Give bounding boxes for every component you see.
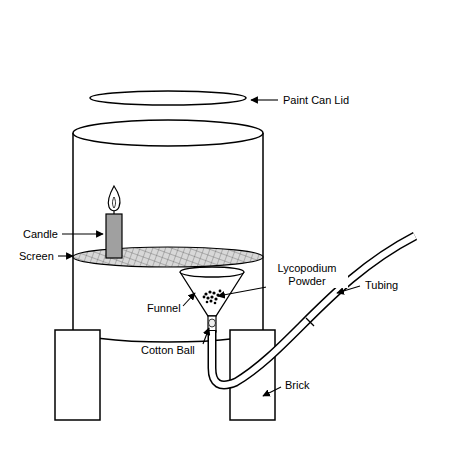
funnel-cone: [180, 272, 244, 316]
funnel-mouth: [180, 267, 244, 277]
can-body: [73, 133, 263, 342]
powder-leader: [218, 286, 272, 296]
left-brick: [55, 330, 100, 420]
part-label: Brick: [284, 379, 310, 392]
part-label: Tubing: [364, 279, 399, 292]
tubing-bore: [212, 236, 415, 385]
candle-leader: [62, 233, 103, 234]
part-label: Cotton Ball: [140, 344, 196, 357]
cotton-leader: [203, 328, 209, 344]
lid-leader: [251, 99, 278, 100]
screen-leader: [58, 255, 73, 256]
part-label: Paint Can Lid: [282, 94, 350, 107]
screen-mesh: [70, 245, 270, 270]
part-label: Screen: [18, 250, 55, 263]
lycopodium-powder: [203, 290, 222, 305]
candle-flame: [108, 186, 120, 211]
candle-body: [106, 214, 122, 258]
can-rim: [73, 120, 263, 146]
funnel-stem: [208, 316, 216, 332]
cotton-ball: [209, 319, 216, 327]
leader-arrows: [58, 100, 360, 396]
part-label: Lycopodium Powder: [266, 262, 348, 288]
brick-leader: [263, 387, 281, 396]
part-label: Funnel: [146, 302, 182, 315]
paint-can-lid: [90, 91, 246, 105]
screen-rim: [73, 247, 263, 267]
tubing-outline: [212, 236, 415, 385]
tubing-joint: [306, 318, 314, 326]
funnel-leader: [183, 293, 195, 306]
flame-core: [113, 197, 116, 208]
part-label: Candle: [22, 228, 59, 241]
